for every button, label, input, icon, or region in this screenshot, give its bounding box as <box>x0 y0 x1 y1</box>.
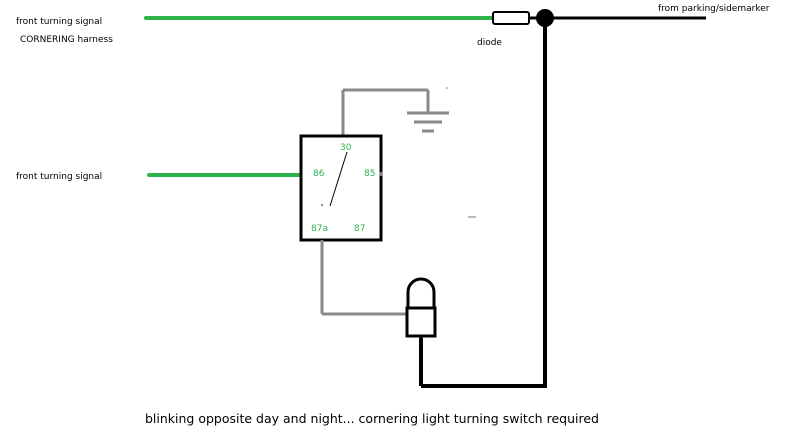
relay-pin-87: 87 <box>354 224 366 234</box>
pin-85-terminal <box>379 172 383 176</box>
front-signal-left-label: front turning signal <box>16 172 103 182</box>
relay-pin-87a: 87a <box>311 224 328 234</box>
relay-contact-dot <box>321 204 323 206</box>
relay-pin-85: 85 <box>364 169 376 179</box>
relay-pin-30: 30 <box>340 143 352 153</box>
parking-sidemarker-label: from parking/sidemarker <box>658 4 770 14</box>
relay-pin-86: 86 <box>313 169 325 179</box>
front-signal-top-label: front turning signal <box>16 17 103 27</box>
stray-dot <box>446 87 448 89</box>
diode-symbol <box>492 11 530 25</box>
diagram-caption: blinking opposite day and night... corne… <box>145 411 599 426</box>
cornering-harness-label: CORNERING harness <box>20 35 113 45</box>
cornering-bulb <box>405 277 437 341</box>
relay-switch-arm <box>329 151 348 207</box>
ground-symbol <box>407 111 449 133</box>
relay-box <box>299 134 383 242</box>
diode-label: diode <box>477 38 502 48</box>
